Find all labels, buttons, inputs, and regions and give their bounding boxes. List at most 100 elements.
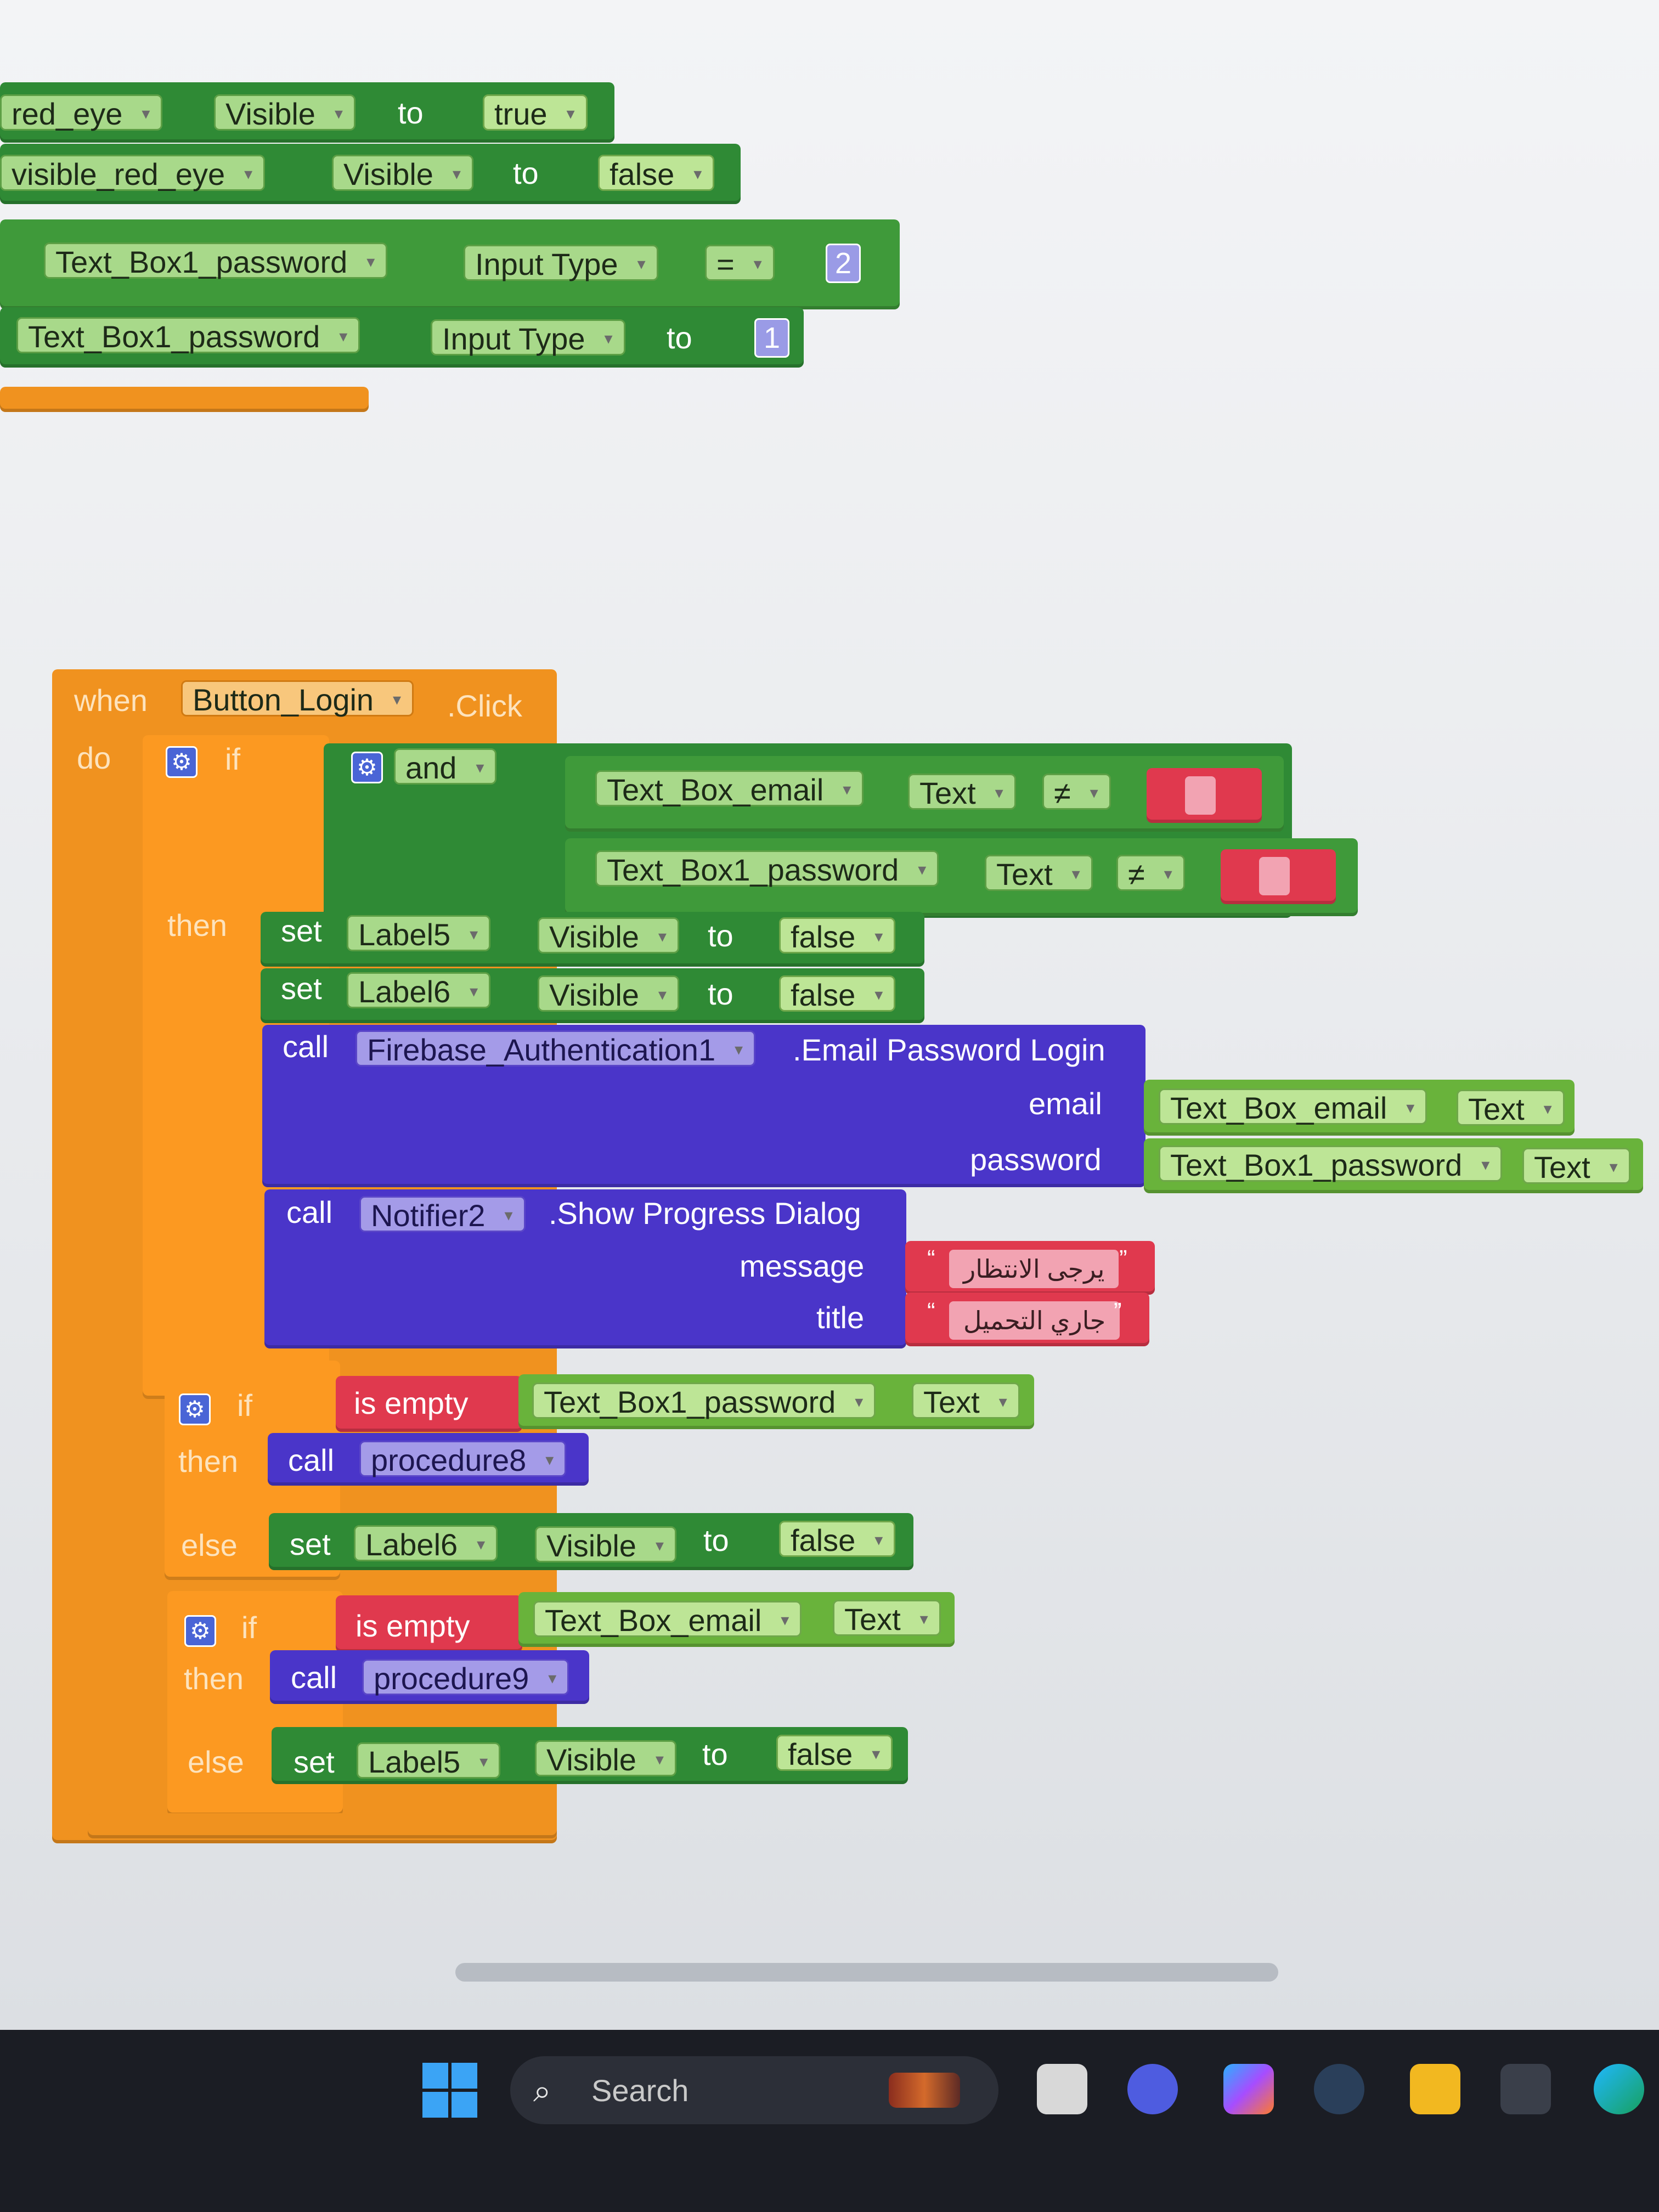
is-empty-block[interactable]: [336, 1376, 522, 1432]
component-dropdown[interactable]: Text_Box1_password: [595, 850, 939, 888]
is-empty-block[interactable]: [336, 1595, 522, 1652]
steam-icon[interactable]: [1314, 2064, 1364, 2114]
windows-start-icon[interactable]: [422, 2063, 477, 2118]
else-label: else: [188, 1745, 244, 1779]
horizontal-scrollbar[interactable]: [455, 1963, 1278, 1982]
value-dropdown[interactable]: true: [483, 94, 588, 132]
property-dropdown[interactable]: Visible: [538, 917, 679, 955]
value-dropdown[interactable]: false: [779, 917, 896, 955]
task-view-icon[interactable]: [1037, 2064, 1087, 2114]
when-label: when: [74, 683, 148, 718]
search-label: Search: [591, 2073, 689, 2108]
property-dropdown[interactable]: Visible: [538, 975, 679, 1013]
property-dropdown[interactable]: Visible: [535, 1740, 676, 1778]
component-dropdown[interactable]: Text_Box1_password: [1159, 1146, 1503, 1183]
meet-icon[interactable]: [1127, 2064, 1178, 2114]
if-label: if: [241, 1610, 257, 1645]
close-quote: ”: [1114, 1298, 1122, 1325]
taskbar-search-box[interactable]: ⌕ Search: [510, 2056, 998, 2124]
property-dropdown[interactable]: Visible: [535, 1526, 676, 1564]
number-block[interactable]: 2: [826, 244, 861, 283]
component-dropdown[interactable]: Text_Box1_password: [16, 317, 360, 355]
component-dropdown[interactable]: Firebase_Authentication1: [356, 1030, 756, 1068]
component-dropdown[interactable]: Label6: [354, 1525, 498, 1563]
property-dropdown[interactable]: Input Type: [431, 319, 625, 357]
component-dropdown[interactable]: Text_Box_email: [595, 770, 864, 808]
value-dropdown[interactable]: false: [598, 155, 715, 193]
message-param-label: message: [740, 1249, 865, 1283]
component-dropdown[interactable]: Text_Box_email: [533, 1601, 802, 1639]
set-label: set: [294, 1745, 335, 1779]
property-dropdown[interactable]: Visible: [214, 94, 356, 132]
component-dropdown[interactable]: Text_Box1_password: [532, 1383, 876, 1420]
edge-icon[interactable]: [1594, 2064, 1644, 2114]
set-input-type-block[interactable]: Text_Box1_password Input Type to 1: [0, 307, 804, 368]
set-red-eye-visible-block[interactable]: red_eye Visible to true: [0, 82, 614, 143]
to-label: to: [708, 977, 733, 1011]
string-value[interactable]: [1185, 776, 1216, 815]
procedure-dropdown[interactable]: procedure8: [359, 1441, 567, 1479]
string-value[interactable]: [1259, 857, 1290, 895]
method-label: .Email Password Login: [793, 1032, 1105, 1067]
button-login-dropdown[interactable]: Button_Login: [181, 680, 414, 718]
and-dropdown[interactable]: and: [394, 748, 497, 786]
component-dropdown[interactable]: Text_Box_email: [1159, 1088, 1427, 1126]
then-label: then: [167, 908, 227, 943]
call-label: call: [291, 1660, 337, 1695]
procedure-dropdown[interactable]: procedure9: [362, 1659, 569, 1697]
compare-input-type-block[interactable]: Text_Box1_password Input Type = 2: [0, 219, 900, 309]
component-dropdown[interactable]: red_eye: [0, 94, 163, 132]
value-dropdown[interactable]: false: [779, 975, 896, 1013]
value-dropdown[interactable]: false: [779, 1521, 896, 1559]
search-highlight-icon: [889, 2073, 960, 2108]
component-dropdown[interactable]: Label6: [347, 972, 491, 1010]
mutator-gear-icon[interactable]: ⚙: [351, 752, 383, 783]
property-dropdown[interactable]: Text: [912, 1383, 1020, 1420]
property-dropdown[interactable]: Text: [985, 855, 1093, 893]
number-block[interactable]: 1: [754, 318, 789, 358]
component-dropdown[interactable]: Label5: [357, 1742, 501, 1780]
is-empty-label: is empty: [354, 1386, 469, 1420]
else-label: else: [181, 1528, 238, 1562]
to-label: to: [513, 156, 539, 190]
component-dropdown[interactable]: Text_Box1_password: [44, 242, 388, 280]
to-label: to: [703, 1523, 729, 1558]
to-label: to: [702, 1737, 728, 1771]
close-quote: ”: [1119, 1245, 1127, 1272]
microsoft-store-icon[interactable]: [1500, 2064, 1551, 2114]
email-param-label: email: [1029, 1086, 1102, 1121]
property-dropdown[interactable]: Input Type: [464, 245, 658, 283]
file-explorer-icon[interactable]: [1410, 2064, 1460, 2114]
click-label: .Click: [447, 689, 522, 723]
password-param-label: password: [970, 1142, 1102, 1177]
event-block-footer: [88, 1813, 557, 1838]
windows-taskbar: ⌕ Search: [0, 2030, 1659, 2212]
mutator-gear-icon[interactable]: ⚙: [184, 1615, 216, 1647]
message-string-value[interactable]: يرجى الانتظار: [949, 1250, 1119, 1288]
property-dropdown[interactable]: Visible: [332, 155, 473, 193]
property-dropdown[interactable]: Text: [833, 1600, 941, 1638]
property-dropdown[interactable]: Text: [1457, 1090, 1565, 1127]
method-label: .Show Progress Dialog: [549, 1196, 861, 1231]
then-label: then: [178, 1444, 238, 1479]
component-dropdown[interactable]: Label5: [347, 915, 491, 953]
title-string-value[interactable]: جاري التحميل: [949, 1301, 1120, 1340]
mutator-gear-icon[interactable]: ⚙: [179, 1393, 211, 1425]
property-dropdown[interactable]: Text: [908, 774, 1016, 811]
set-visible-red-eye-block[interactable]: visible_red_eye Visible to false: [0, 144, 741, 204]
event-block-bottom-edge: [0, 387, 369, 412]
mutator-gear-icon[interactable]: ⚙: [166, 746, 198, 778]
operator-dropdown[interactable]: ≠: [1042, 774, 1111, 811]
operator-dropdown[interactable]: =: [705, 245, 775, 283]
if-label: if: [225, 742, 240, 776]
property-dropdown[interactable]: Text: [1522, 1148, 1630, 1186]
open-quote: “: [927, 1245, 935, 1272]
component-dropdown[interactable]: visible_red_eye: [0, 155, 266, 193]
value-dropdown[interactable]: false: [776, 1735, 893, 1773]
component-dropdown[interactable]: Notifier2: [359, 1196, 526, 1234]
copilot-icon[interactable]: [1223, 2064, 1274, 2114]
blocks-workspace[interactable]: red_eye Visible to true visible_red_eye …: [0, 0, 1659, 2030]
do-label: do: [77, 741, 111, 775]
operator-dropdown[interactable]: ≠: [1116, 855, 1185, 893]
call-label: call: [283, 1029, 329, 1064]
